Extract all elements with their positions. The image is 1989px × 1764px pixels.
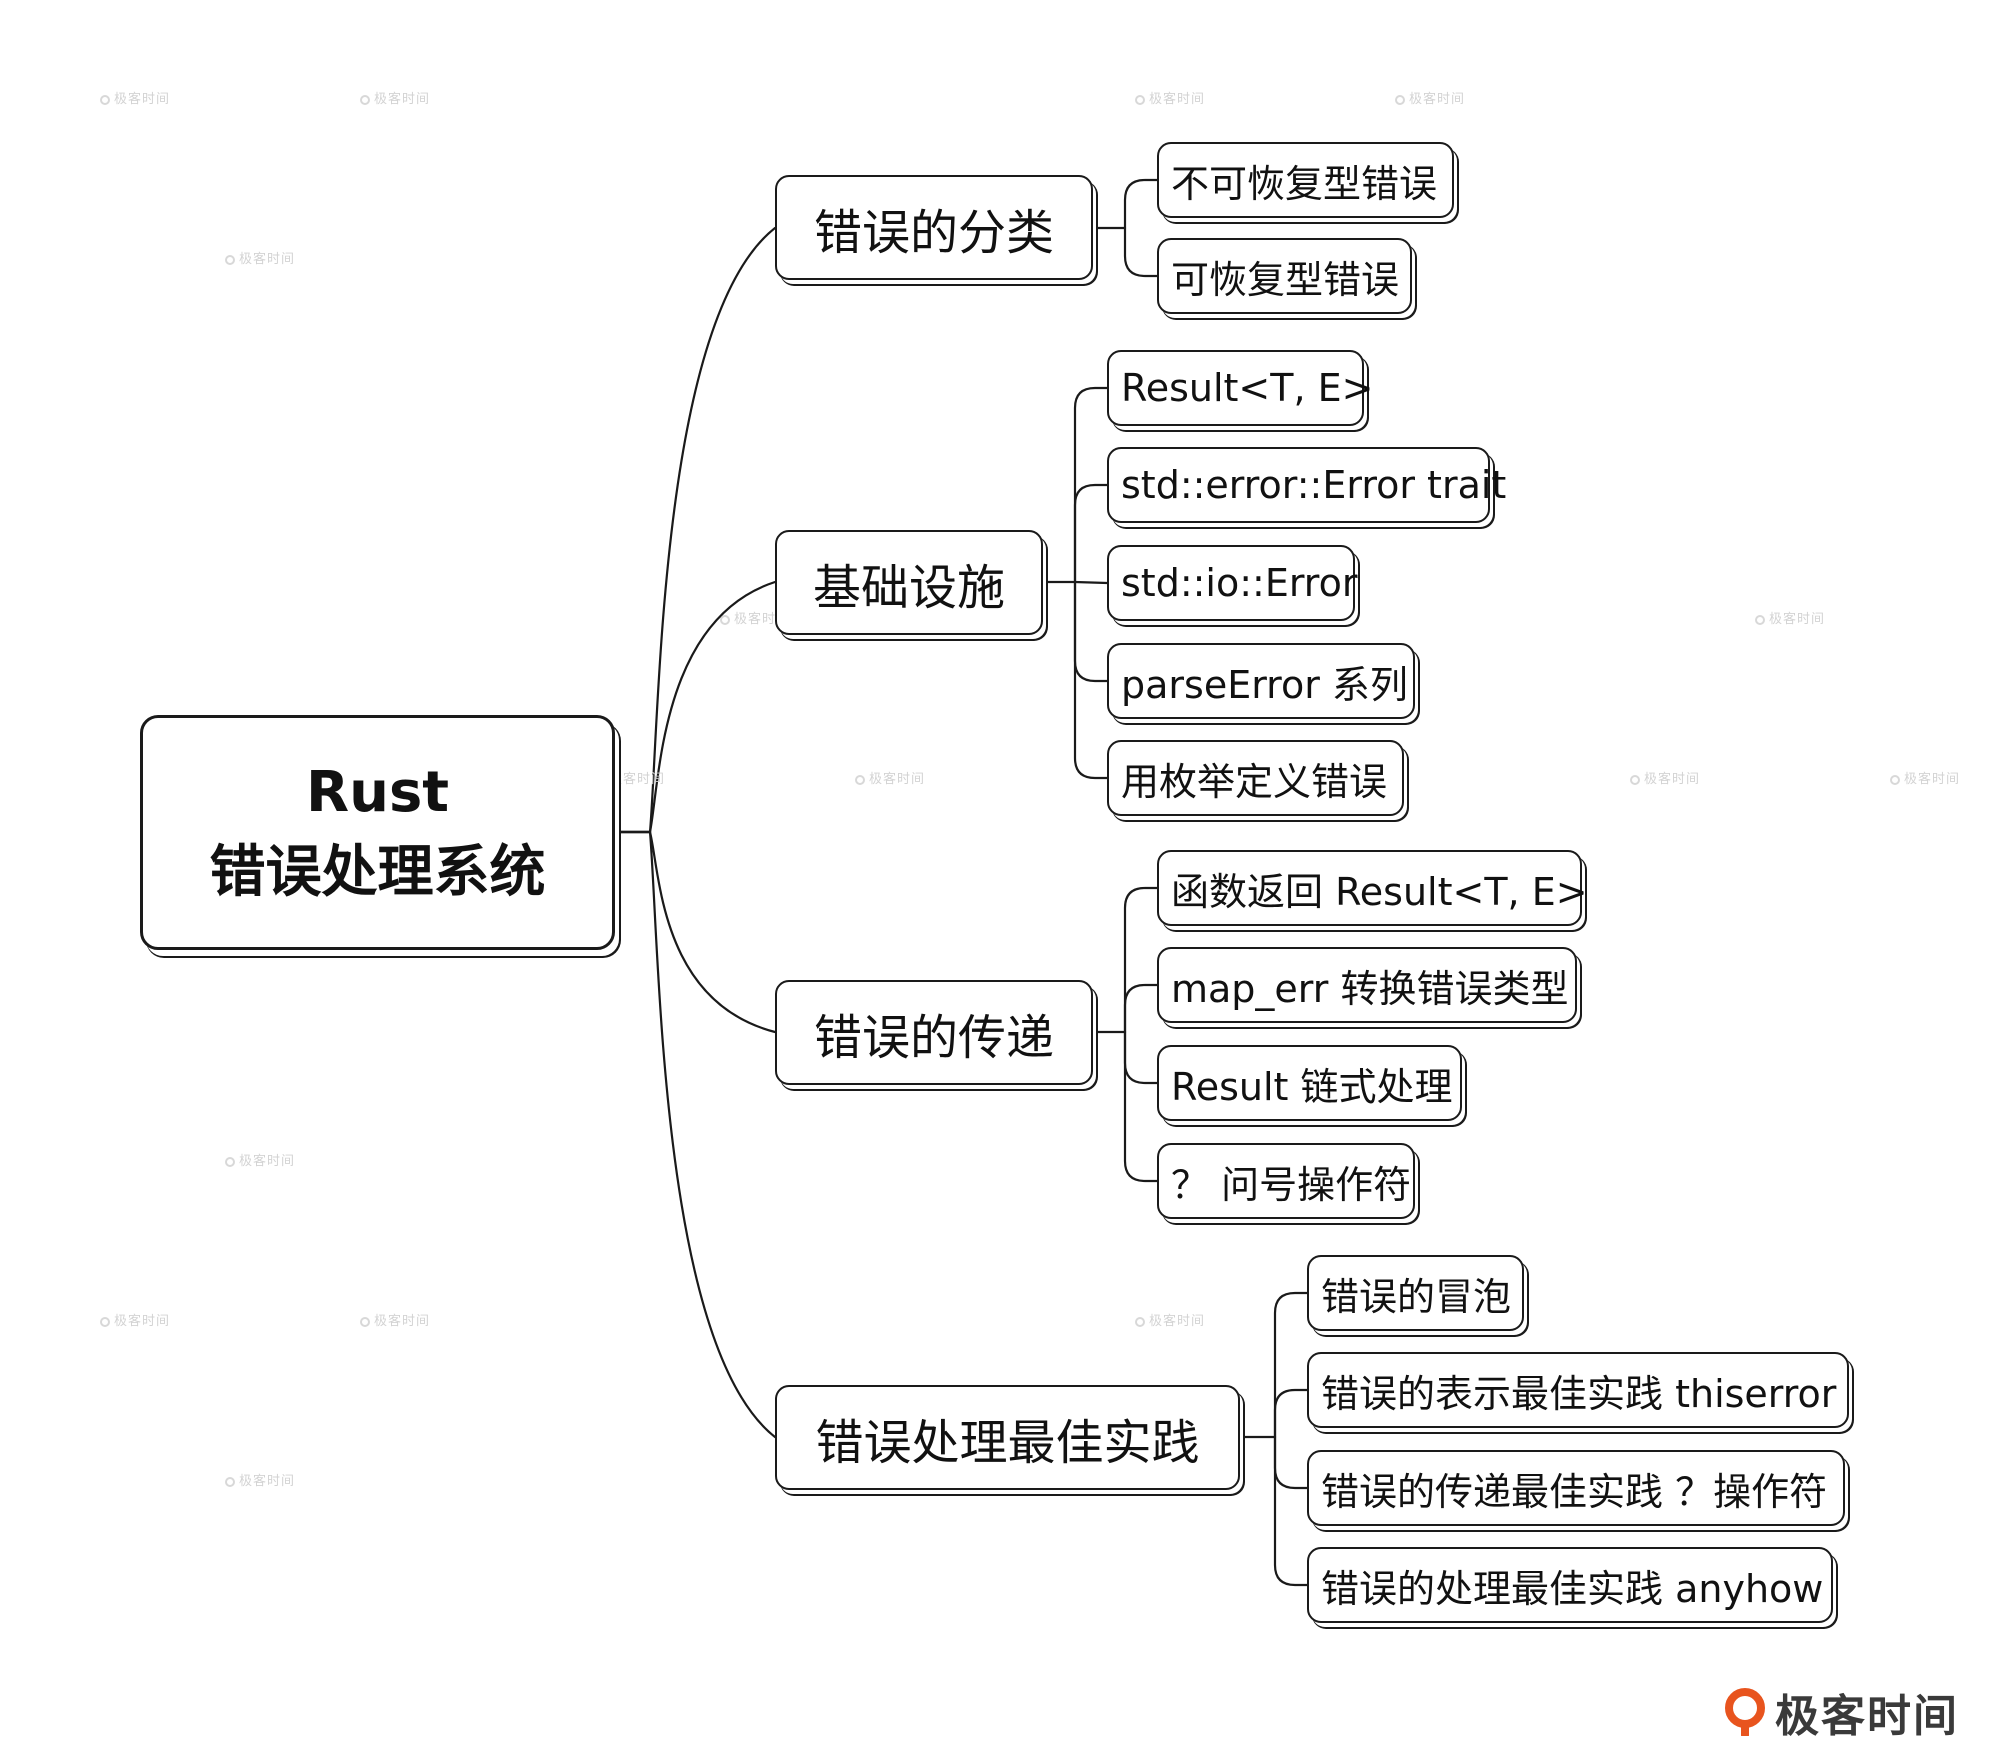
root-to-branch-connector xyxy=(613,830,777,1439)
watermark: 极客时间 xyxy=(360,88,430,107)
watermark: 极客时间 xyxy=(100,1310,170,1329)
branch-best-practices[interactable]: 错误处理最佳实践 xyxy=(775,1385,1240,1490)
branch-label: 错误的分类 xyxy=(813,204,1054,261)
branch-to-leaf-connector xyxy=(1273,1388,1309,1439)
leaf-parse-error[interactable]: parseError 系列 xyxy=(1107,643,1415,719)
branch-to-leaf-connector xyxy=(1073,483,1109,584)
root-to-branch-connector xyxy=(613,580,777,834)
watermark: 极客时间 xyxy=(595,768,665,787)
leaf-label: Result<T, E> xyxy=(1121,366,1374,410)
leaf-enum-error[interactable]: 用枚举定义错误 xyxy=(1107,740,1404,816)
brand-logo: 极客时间 xyxy=(1725,1680,1959,1744)
watermark: 极客时间 xyxy=(1890,768,1960,787)
branch-to-leaf-connector xyxy=(1273,1435,1309,1490)
branch-infrastructure[interactable]: 基础设施 xyxy=(775,530,1043,635)
leaf-label: 错误的冒泡 xyxy=(1321,1274,1512,1319)
watermark: 极客时间 xyxy=(360,1310,430,1329)
branch-label: 错误处理最佳实践 xyxy=(815,1414,1200,1471)
watermark: 极客时间 xyxy=(100,88,170,107)
root-to-branch-connector xyxy=(613,226,777,834)
leaf-thiserror[interactable]: 错误的表示最佳实践 thiserror xyxy=(1307,1352,1849,1428)
branch-error-classification[interactable]: 错误的分类 xyxy=(775,175,1093,280)
branch-to-leaf-connector xyxy=(1073,580,1109,585)
watermark: 极客时间 xyxy=(225,1470,295,1489)
leaf-io-error[interactable]: std::io::Error xyxy=(1107,545,1358,621)
leaf-label: 错误的处理最佳实践 anyhow xyxy=(1321,1566,1824,1611)
branch-to-leaf-connector xyxy=(1073,580,1109,780)
watermark: 极客时间 xyxy=(1755,608,1825,627)
leaf-label: 错误的传递最佳实践 ？操作符 xyxy=(1321,1469,1828,1514)
leaf-recoverable-error[interactable]: 可恢复型错误 xyxy=(1157,238,1412,314)
leaf-label: 函数返回 Result<T, E> xyxy=(1171,869,1588,914)
leaf-label: parseError 系列 xyxy=(1121,662,1408,707)
leaf-error-bubbling[interactable]: 错误的冒泡 xyxy=(1307,1255,1524,1331)
root-title-line1: Rust xyxy=(305,759,450,825)
branch-to-leaf-connector xyxy=(1073,386,1109,584)
leaf-question-operator[interactable]: ？ 问号操作符 xyxy=(1157,1143,1415,1219)
branch-label: 错误的传递 xyxy=(813,1009,1054,1066)
leaf-label: 可恢复型错误 xyxy=(1171,257,1400,302)
leaf-anyhow[interactable]: 错误的处理最佳实践 anyhow xyxy=(1307,1547,1833,1623)
root-to-branch-connector xyxy=(613,830,777,1034)
leaf-label: ？ 问号操作符 xyxy=(1171,1162,1412,1207)
leaf-result-type[interactable]: Result<T, E> xyxy=(1107,350,1373,426)
branch-to-leaf-connector xyxy=(1123,886,1159,1034)
root-title-line2: 错误处理系统 xyxy=(209,839,546,905)
root-node[interactable]: Rust 错误处理系统 xyxy=(140,715,615,950)
leaf-label: std::error::Error trait xyxy=(1121,463,1507,507)
branch-to-leaf-connector xyxy=(1073,580,1109,683)
branch-to-leaf-connector xyxy=(1123,178,1159,230)
watermark: 极客时间 xyxy=(855,768,925,787)
leaf-result-chaining[interactable]: Result 链式处理 xyxy=(1157,1045,1462,1121)
branch-label: 基础设施 xyxy=(812,559,1005,616)
leaf-map-err[interactable]: map_err 转换错误类型 xyxy=(1157,947,1577,1023)
leaf-label: map_err 转换错误类型 xyxy=(1171,966,1569,1011)
brand-name: 极客时间 xyxy=(1775,1691,1959,1742)
watermark: 极客时间 xyxy=(1135,88,1205,107)
leaf-label: Result 链式处理 xyxy=(1171,1064,1453,1109)
watermark: 极客时间 xyxy=(1395,88,1465,107)
leaf-error-trait[interactable]: std::error::Error trait xyxy=(1107,447,1506,523)
branch-error-propagation[interactable]: 错误的传递 xyxy=(775,980,1093,1085)
watermark: 极客时间 xyxy=(1135,1310,1205,1329)
leaf-label: 不可恢复型错误 xyxy=(1171,161,1438,206)
watermark: 极客时间 xyxy=(225,248,295,267)
branch-to-leaf-connector xyxy=(1123,1030,1159,1183)
branch-to-leaf-connector xyxy=(1123,1030,1159,1085)
branch-to-leaf-connector xyxy=(1123,226,1159,278)
leaf-question-operator-practice[interactable]: 错误的传递最佳实践 ？操作符 xyxy=(1307,1450,1845,1526)
leaf-label: 用枚举定义错误 xyxy=(1121,759,1388,804)
leaf-unrecoverable-error[interactable]: 不可恢复型错误 xyxy=(1157,142,1454,218)
leaf-return-result[interactable]: 函数返回 Result<T, E> xyxy=(1157,850,1588,926)
branch-to-leaf-connector xyxy=(1273,1435,1309,1587)
watermark: 极客时间 xyxy=(225,1150,295,1169)
branch-to-leaf-connector xyxy=(1273,1291,1309,1439)
watermark: 极客时间 xyxy=(1630,768,1700,787)
branch-to-leaf-connector xyxy=(1123,983,1159,1034)
leaf-label: std::io::Error xyxy=(1121,561,1358,605)
brand-logo-icon xyxy=(1725,1688,1765,1739)
leaf-label: 错误的表示最佳实践 thiserror xyxy=(1321,1371,1837,1416)
